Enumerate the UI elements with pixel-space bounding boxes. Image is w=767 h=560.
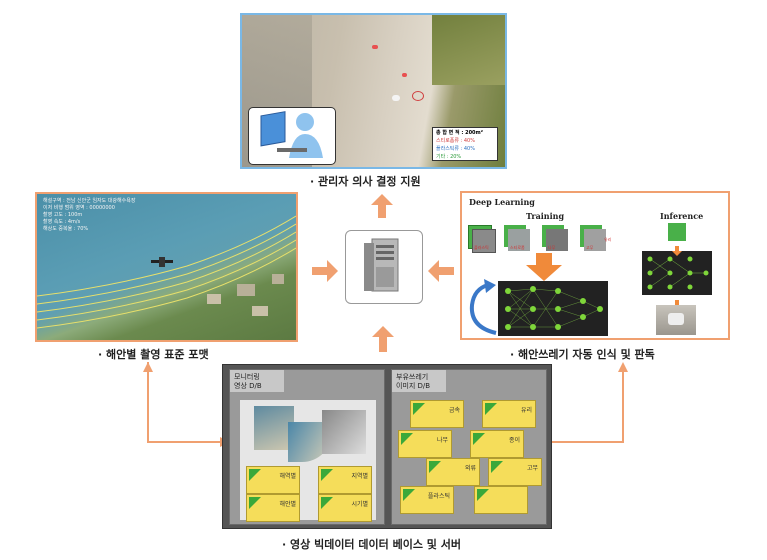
training-network (498, 281, 608, 336)
legend-item: 플라스틱류 : 40% (436, 146, 475, 152)
card-label: 고무 (526, 465, 538, 472)
info-line: 해설구역 : 전남 신안군 임자도 대광해수욕장 (43, 198, 136, 204)
caption-database: · 영상 빅데이터 데이터 베이스 및 서버 (282, 538, 461, 551)
legend-item: 기타 : 20% (436, 154, 462, 160)
arrow-up-to-decision (371, 194, 393, 222)
card-label: 플라스틱 (427, 493, 450, 500)
card-label: 유리 (520, 407, 532, 414)
operator-icon (248, 107, 336, 165)
satellite-image (37, 194, 296, 340)
server-box (345, 230, 423, 304)
folder-card: 고무 (488, 458, 542, 486)
card-label: 시기별 (351, 501, 368, 508)
caption-decision: · 관리자 의사 결정 지원 (310, 175, 421, 188)
thumb-label: 고무 (586, 245, 594, 250)
database-panel: 모니터링 영상 D/B 해역별 지역별 해안별 시기별 부유쓰레기 이미지 D/… (222, 364, 552, 529)
connector-left (143, 362, 230, 447)
arrow-left-to-server (312, 260, 338, 286)
arrow-up-from-db (372, 326, 394, 356)
legend-title: 총 합 면 적 : 200m² (436, 130, 483, 136)
info-line: 촬영 고도 : 100m (43, 212, 83, 218)
card-label: 지역별 (351, 473, 368, 480)
inference-result (656, 305, 696, 335)
thumb-label: 나무 (548, 245, 556, 250)
folder-card: 외류 (426, 458, 480, 486)
flight-info: 해설구역 : 전남 신안군 임자도 대광해수욕장 이저 비행 범위 영역 : 0… (43, 198, 135, 233)
inference-input (668, 223, 686, 241)
folder-label-line: 이미지 D/B (396, 382, 431, 390)
folder-card (474, 486, 528, 514)
feedback-arrow (466, 277, 500, 341)
dl-training: Training (526, 211, 565, 221)
folder-card: 해역별 (246, 466, 300, 494)
folder-label: 부유쓰레기 이미지 D/B (396, 373, 430, 391)
caption-recognition: · 해안쓰레기 자동 인식 및 판독 (510, 348, 655, 361)
folder-card: 나무 (398, 430, 452, 458)
area-legend: 총 합 면 적 : 200m² 스티로폼류 : 40% 플라스틱류 : 40% … (432, 127, 498, 161)
folder-label: 모니터링 영상 D/B (234, 373, 262, 391)
folder-card: 해안별 (246, 494, 300, 522)
legend-item: 스티로폼류 : 40% (436, 138, 475, 144)
info-line: 촬영 속도 : 4m/s (43, 219, 81, 225)
training-arrow (524, 253, 564, 285)
info-line: 해상도 중복율 : 70% (43, 226, 89, 232)
aerial-photo-panel: 총 합 면 적 : 200m² 스티로폼류 : 40% 플라스틱류 : 40% … (240, 13, 507, 169)
thumb-label: 플라스틱 (474, 245, 489, 250)
info-line: 이저 비행 범위 영역 : 00000000 (43, 205, 115, 211)
caption-format: · 해안별 촬영 표준 포맷 (98, 348, 209, 361)
inference-arrow (672, 241, 682, 260)
folder-label-line: 영상 D/B (234, 382, 262, 390)
folder-card: 금속 (410, 400, 464, 428)
inference-network (642, 251, 712, 295)
card-label: 금속 (448, 407, 460, 414)
deep-learning-panel: Deep Learning Training Inference 플라스틱 스티… (460, 191, 730, 340)
card-label: 나무 (436, 437, 448, 444)
folder-card: 유리 (482, 400, 536, 428)
card-label: 종이 (508, 437, 520, 444)
folder-card: 시기별 (318, 494, 372, 522)
drone-icon (149, 254, 175, 273)
server-icon (364, 238, 399, 292)
folder-card: 지역별 (318, 466, 372, 494)
arrow-right-to-server (428, 260, 454, 286)
card-label: 외류 (464, 465, 476, 472)
thumb-label: 스티로폼 (510, 245, 525, 250)
folder-debris: 부유쓰레기 이미지 D/B 금속 유리 나무 종이 외류 고무 플라스틱 (391, 369, 547, 525)
card-label: 해안별 (279, 501, 296, 508)
thumb-label: 유리 (604, 237, 612, 242)
folder-label-line: 부유쓰레기 (396, 373, 429, 381)
folder-monitoring: 모니터링 영상 D/B 해역별 지역별 해안별 시기별 (229, 369, 385, 525)
dl-title: Deep Learning (469, 197, 535, 207)
satellite-panel: 해설구역 : 전남 신안군 임자도 대광해수욕장 이저 비행 범위 영역 : 0… (35, 192, 298, 342)
folder-card: 종이 (470, 430, 524, 458)
folder-card: 플라스틱 (400, 486, 454, 514)
connector-right (545, 362, 628, 443)
card-label: 해역별 (279, 473, 296, 480)
dl-inference: Inference (660, 211, 704, 221)
training-thumbnails: 플라스틱 스티로폼 나무 고무 유리 (468, 223, 618, 253)
folder-label-line: 모니터링 (234, 373, 260, 381)
